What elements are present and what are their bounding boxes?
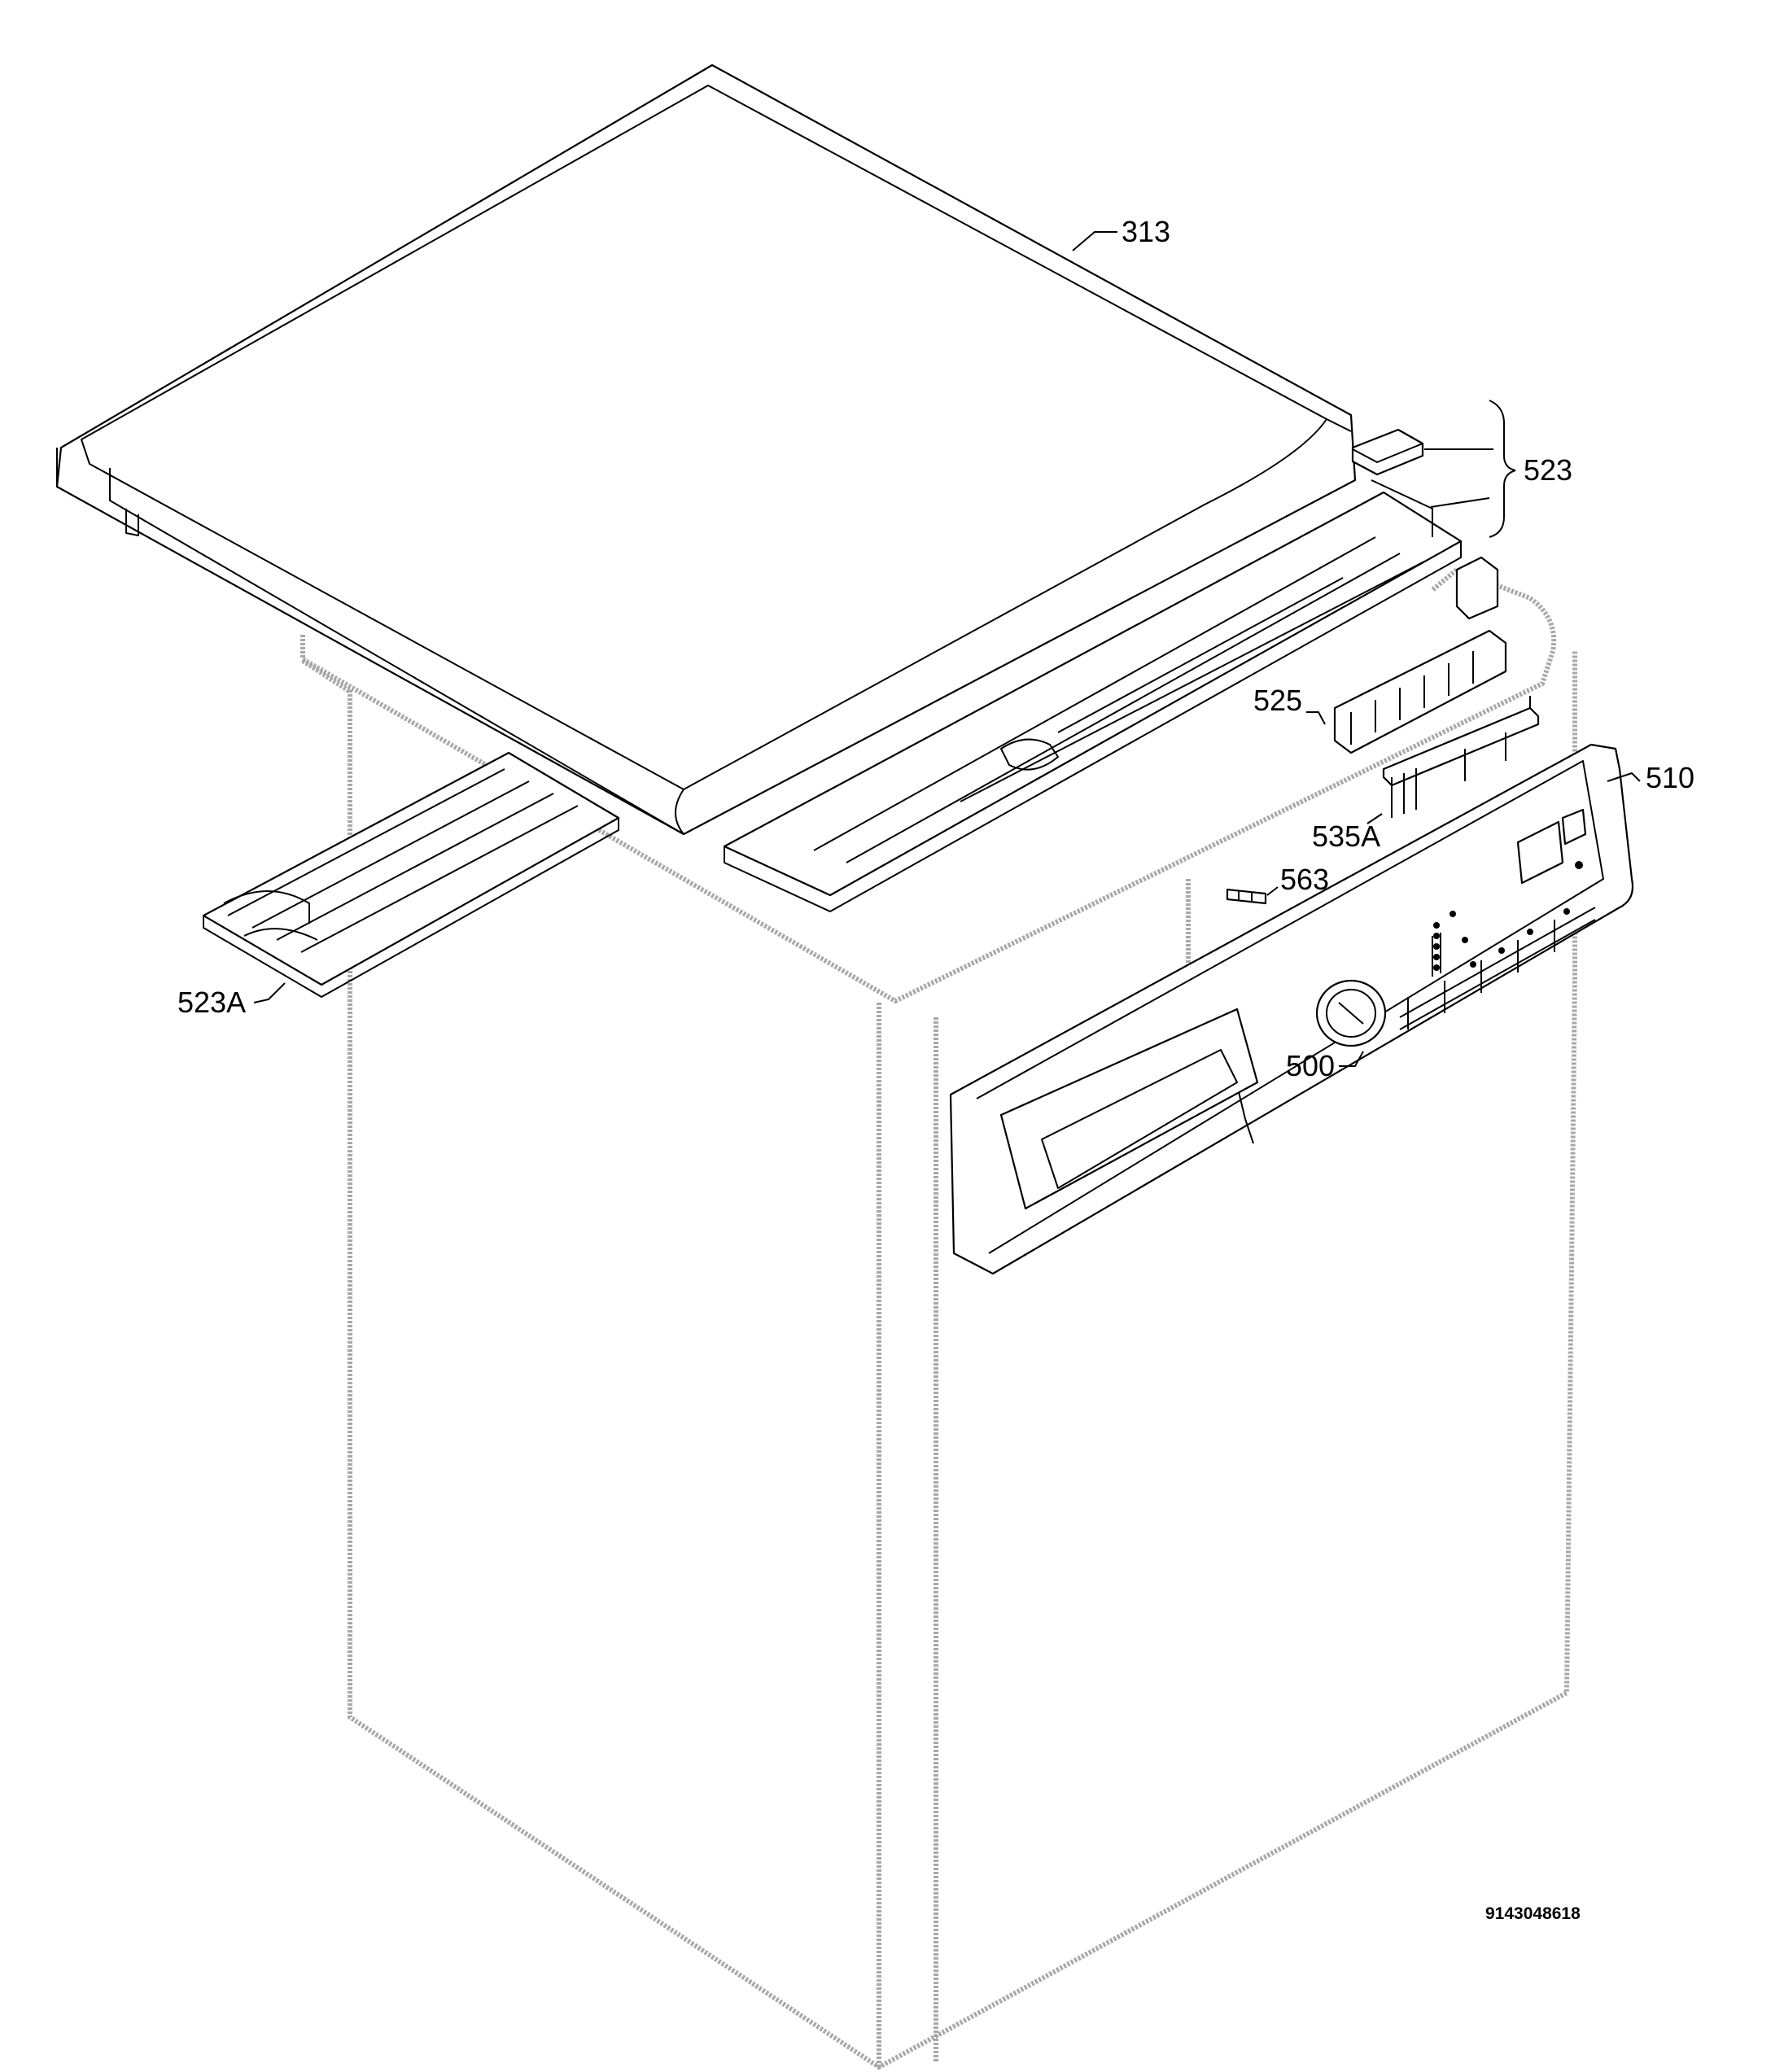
drawing-code: 9143048618 bbox=[1485, 1904, 1581, 1923]
light-pins-535a bbox=[1382, 696, 1540, 818]
callout-510: 510 bbox=[1646, 761, 1694, 794]
button-cap-523 bbox=[1351, 428, 1424, 476]
callout-523a: 523A bbox=[177, 986, 246, 1019]
rail-523a bbox=[202, 751, 620, 998]
callout-labels: 313 523 525 510 535A 563 523A 500 914304… bbox=[177, 215, 1694, 1923]
callout-313: 313 bbox=[1122, 215, 1170, 248]
top-lid bbox=[55, 63, 1357, 836]
programme-knob-500 bbox=[1315, 979, 1387, 1047]
switch-block-525 bbox=[1333, 556, 1507, 754]
pin-563 bbox=[1226, 888, 1267, 905]
control-bracket bbox=[723, 479, 1463, 912]
callout-525: 525 bbox=[1253, 684, 1302, 717]
indicator-dots bbox=[1433, 861, 1583, 971]
leader-lines bbox=[253, 231, 1641, 1067]
callout-523: 523 bbox=[1524, 453, 1572, 487]
callout-500: 500 bbox=[1286, 1049, 1335, 1082]
callout-535a: 535A bbox=[1312, 820, 1380, 853]
callout-563: 563 bbox=[1280, 863, 1329, 896]
control-panel-510 bbox=[949, 743, 1634, 1275]
